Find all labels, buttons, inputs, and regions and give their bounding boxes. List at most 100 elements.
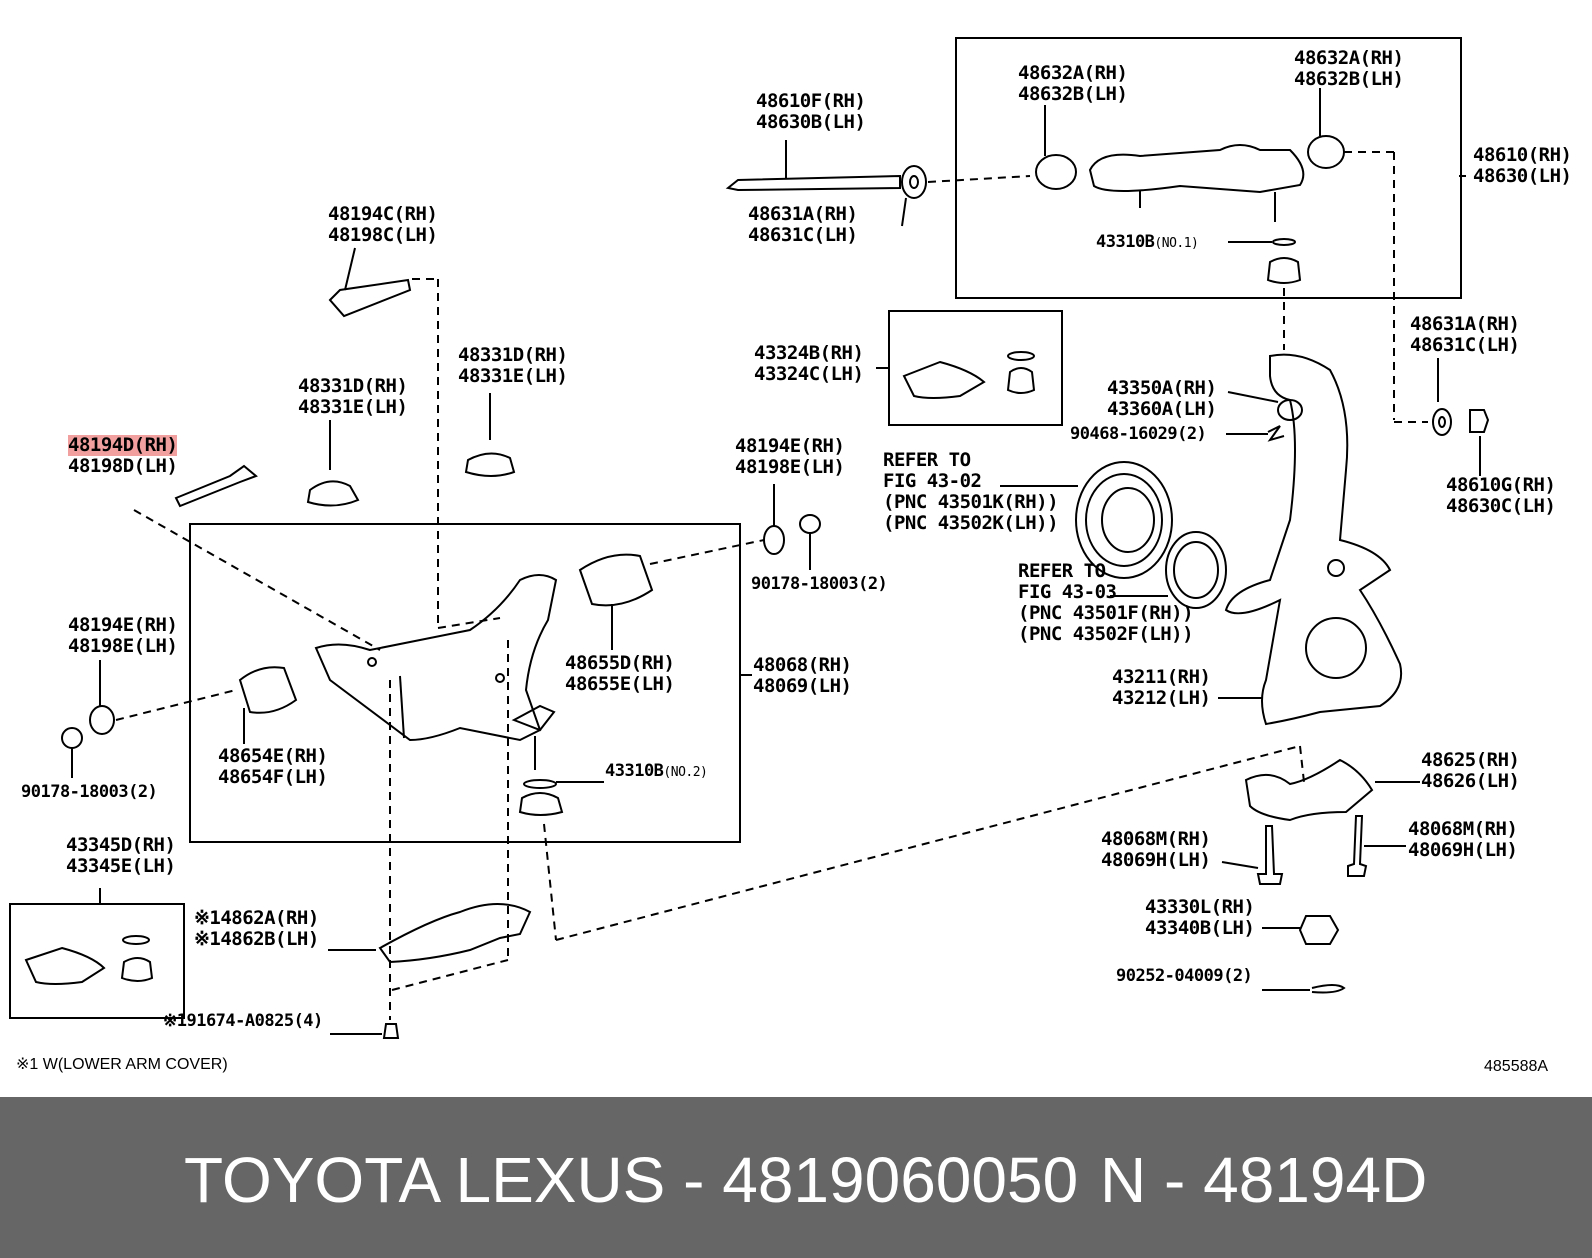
part-number-line: 48331E(LH) [458,365,568,387]
part-label-48068m-rh-: 48068M(RH)48069H(LH) [1101,829,1211,871]
bushing-upper-left [306,480,360,507]
part-number-line: (PNC 43502K(LH)) [883,512,1059,534]
cover-bolt [382,1023,400,1039]
rear-nut [61,727,83,749]
part-label--191674-a0825-4-: ※191674-A0825(4) [163,1011,323,1032]
ball-joint-boot-box [888,310,1063,426]
lower-boot-box [9,903,185,1019]
part-number-line: 48632A(RH) [1294,47,1404,69]
part-number-line: 48625(RH) [1421,749,1520,771]
part-number-line: 48654E(RH) [218,745,328,767]
part-label-43310b: 43310B(NO.2) [605,761,708,783]
part-number: 90178-18003(2) [751,574,888,594]
part-number-line: 48630C(LH) [1446,495,1556,517]
part-label-48631a-rh-: 48631A(RH)48631C(LH) [1410,313,1520,356]
part-number-line: 48655E(LH) [565,673,675,695]
part-number-line: 48194D(RH) [68,434,178,456]
part-number-line: REFER TO [1018,560,1106,582]
lower-arm-box [189,523,741,843]
part-number-line: 43324B(RH) [754,342,864,364]
part-number-line: 48610G(RH) [1446,474,1556,496]
part-number-line: 48626(LH) [1421,770,1520,792]
part-label-43330l-rh-: 43330L(RH)43340B(LH) [1145,897,1255,939]
part-number: 43310B [1096,232,1155,252]
part-label-48655d-rh-: 48655D(RH)48655E(LH) [565,653,675,695]
lower-arm [314,574,558,742]
part-number-line: 48331D(RH) [298,375,408,397]
steering-knuckle [1224,353,1402,726]
part-number-line: 48631A(RH) [1410,313,1520,335]
rear-washer [89,705,115,735]
bushing-front [578,553,654,607]
part-number-line: 48331E(LH) [298,396,408,418]
diagram-drawing [9,37,1490,1039]
upper-boot [1266,257,1302,284]
part-number-line: 48631C(LH) [1410,334,1520,356]
part-label-48068-rh-: 48068(RH)48069(LH) [753,654,852,697]
boot-shield-lower [24,946,106,985]
part-number-line: 48630(LH) [1473,165,1572,187]
castle-nut [1298,915,1340,945]
part-number: ※191674-A0825(4) [163,1011,323,1031]
part-number-line: 48632B(LH) [1018,83,1128,105]
part-number-line: 43211(RH) [1112,666,1211,688]
part-number: 43310B [605,761,664,781]
part-number-line: 48632B(LH) [1294,68,1404,90]
part-label-43350a-rh-: 43350A(RH)43360A(LH) [1107,377,1217,420]
part-number-line: 48331D(RH) [458,344,568,366]
part-number-line: (PNC 43502F(LH)) [1018,623,1194,645]
part-number-line: 48068(RH) [753,654,852,676]
part-number-suffix: (NO.2) [663,765,708,780]
part-number-line: 43212(LH) [1112,687,1211,709]
footer-reference: N - 48194D [1100,1144,1428,1216]
right-nut [1469,409,1490,433]
part-number-line: 48631A(RH) [748,203,858,225]
part-label-48654e-rh-: 48654E(RH)48654F(LH) [218,745,328,788]
part-label-90178-18003-2-: 90178-18003(2) [21,782,158,803]
part-number-line: 48630B(LH) [756,111,866,133]
lower-arm-cover [378,903,532,964]
part-number-line: 48610F(RH) [756,90,866,112]
part-label-43324b-rh-: 43324B(RH)43324C(LH) [754,342,864,385]
part-number-line: 48069H(LH) [1101,849,1211,871]
boot-shield-upper [902,360,986,399]
bushing-upper-right [464,452,516,477]
part-number-line: 48194E(RH) [735,435,845,457]
part-number-line: 48068M(RH) [1408,818,1518,840]
bolt-left [1256,825,1284,885]
part-number-line: 48194C(RH) [328,203,438,225]
part-number-line: 48069H(LH) [1408,839,1518,861]
part-number-line: 48069(LH) [753,675,852,697]
part-number-line: 43324C(LH) [754,363,864,385]
part-number-line: 48198E(LH) [68,635,178,657]
cotter-pin [1311,984,1346,994]
part-label-48632a-rh-: 48632A(RH)48632B(LH) [1018,63,1128,105]
snap-ring-no2 [523,779,557,789]
part-number-line: 43345D(RH) [66,834,176,856]
lower-boot [518,792,564,816]
part-number-line: 43340B(LH) [1145,917,1255,939]
part-number-line: 43350A(RH) [1107,377,1217,399]
upper-bolt [725,140,901,192]
part-label-48194d-rh-: 48194D(RH)48198D(LH) [68,434,178,477]
part-number-line: 48610(RH) [1473,144,1572,166]
part-number-suffix: (NO.1) [1154,236,1199,251]
upper-bushing-left [1035,154,1077,190]
part-label-90468-16029-2-: 90468-16029(2) [1070,424,1207,445]
oil-seal [1165,531,1227,609]
part-label-90178-18003-2-: 90178-18003(2) [751,574,888,595]
part-label-48194e-rh-: 48194E(RH)48198E(LH) [735,435,845,478]
front-nut [799,514,821,534]
bolt-right [1347,815,1368,877]
part-number: 90178-18003(2) [21,782,158,802]
part-label--14862a-rh-: ※14862A(RH)※14862B(LH) [194,908,319,950]
front-washer [763,525,785,555]
part-label-90252-04009-2-: 90252-04009(2) [1116,966,1253,987]
dust-cover [1075,461,1173,579]
part-number-line: FIG 43-03 [1018,581,1117,603]
part-label-48331d-rh-: 48331D(RH)48331E(LH) [458,344,568,387]
part-label-43345d-rh-: 43345D(RH)43345E(LH) [66,834,176,877]
part-number-line: 48194E(RH) [68,614,178,636]
part-number-line: FIG 43-02 [883,470,982,492]
